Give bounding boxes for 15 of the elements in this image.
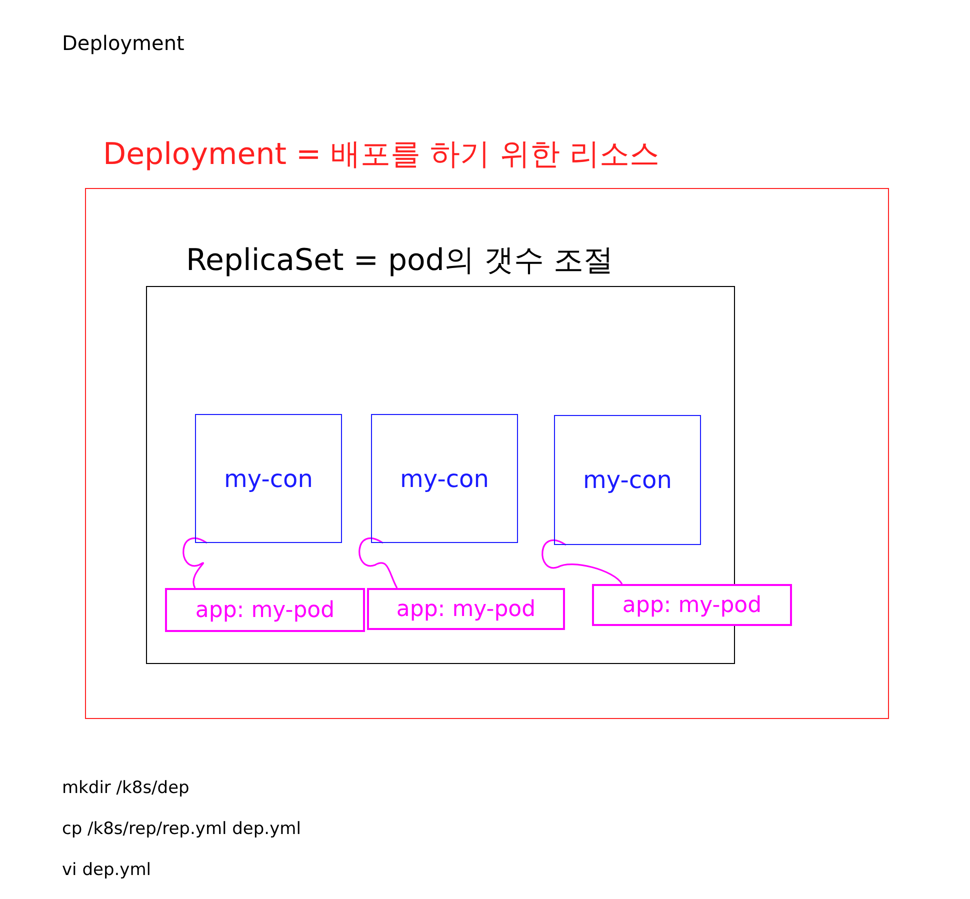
page-title: Deployment bbox=[62, 31, 184, 55]
label-tag: app: my-pod bbox=[592, 584, 792, 626]
command-line: mkdir /k8s/dep bbox=[62, 778, 190, 798]
label-tag: app: my-pod bbox=[367, 588, 565, 630]
command-line: cp /k8s/rep/rep.yml dep.yml bbox=[62, 819, 301, 839]
curly-connector bbox=[542, 539, 623, 584]
heading: ReplicaSet = pod의 갯수 조절 bbox=[186, 242, 614, 280]
heading: Deployment = 배포를 하기 위한 리소스 bbox=[103, 136, 660, 174]
container-box: my-con bbox=[371, 414, 518, 543]
container-box: my-con bbox=[195, 414, 342, 543]
label-tag: app: my-pod bbox=[165, 588, 365, 632]
command-line: vi dep.yml bbox=[62, 860, 151, 880]
curly-connector bbox=[358, 537, 398, 588]
container-box: my-con bbox=[554, 415, 701, 545]
curly-connector bbox=[182, 538, 208, 588]
